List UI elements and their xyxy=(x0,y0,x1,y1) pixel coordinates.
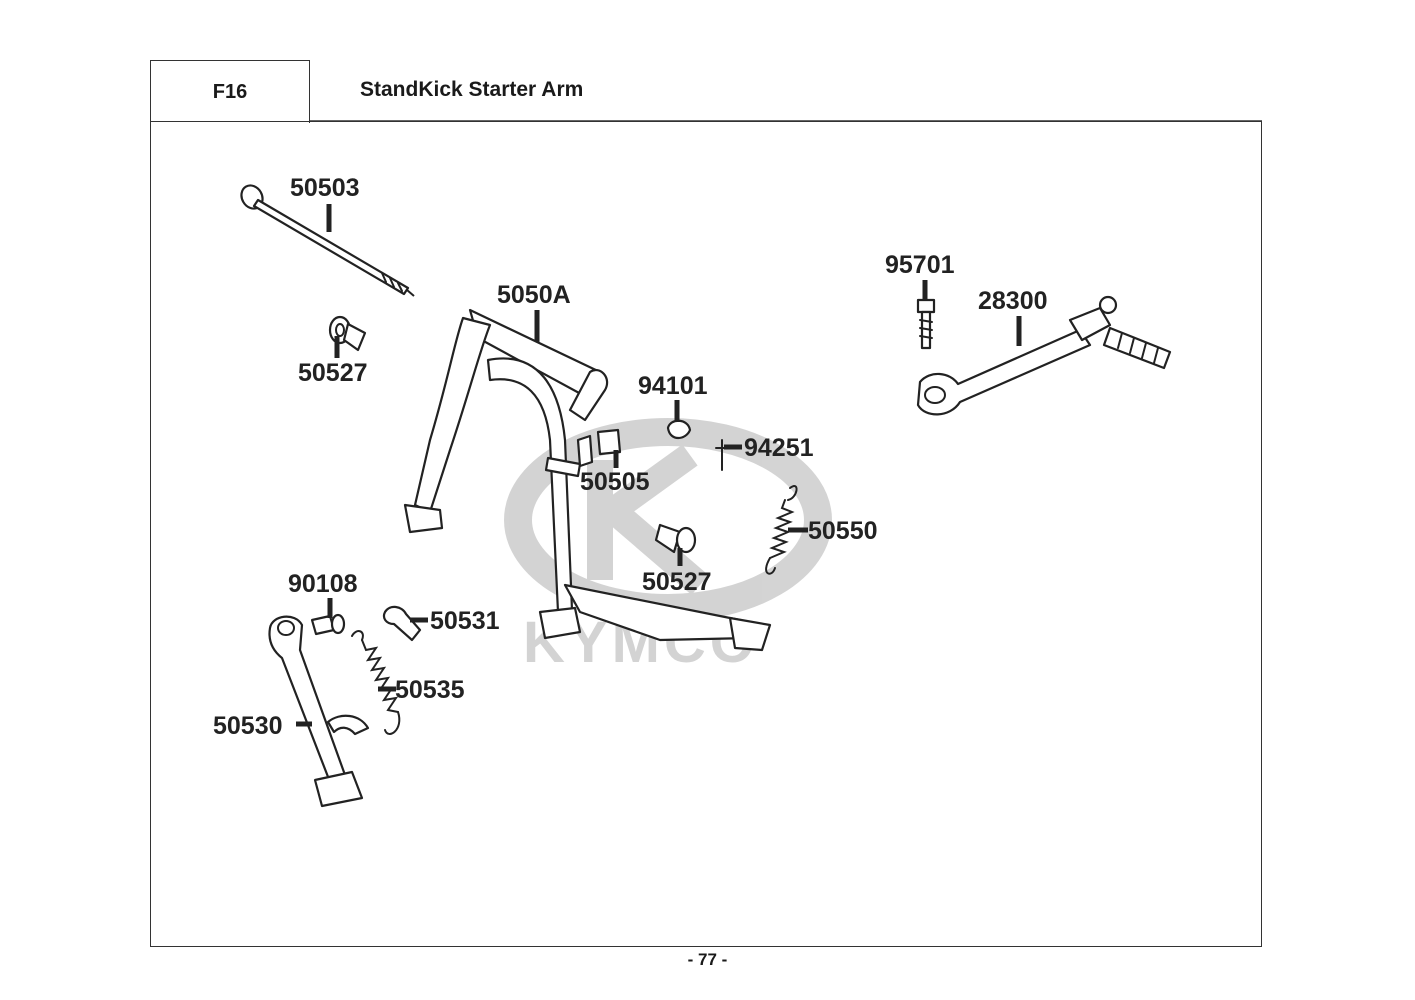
kick-starter-arm-28300 xyxy=(916,295,1172,416)
callout-50527-upper: 50527 xyxy=(298,359,368,387)
leader-lines xyxy=(296,204,1022,727)
callout-5050A: 5050A xyxy=(497,281,571,309)
callout-50503: 50503 xyxy=(290,174,360,202)
spring-50535 xyxy=(351,630,401,735)
spring-50550 xyxy=(765,485,798,575)
callout-50527-lower: 50527 xyxy=(642,568,712,596)
callout-95701: 95701 xyxy=(885,251,955,279)
page-number: - 77 - xyxy=(687,950,728,969)
callout-94101: 94101 xyxy=(638,372,708,400)
plate-50531 xyxy=(382,605,422,642)
main-stand-5050A xyxy=(403,308,772,652)
callout-50531: 50531 xyxy=(430,607,500,635)
callout-50505: 50505 xyxy=(580,468,650,496)
figure-title: StandKick Starter Arm xyxy=(360,78,584,101)
callout-50530: 50530 xyxy=(213,712,283,740)
side-stand-50530 xyxy=(268,615,370,808)
bolt-50503 xyxy=(240,184,415,297)
clip-94101 xyxy=(666,419,692,440)
figure-code: F16 xyxy=(150,60,310,123)
bolt-90108 xyxy=(310,613,346,636)
callout-90108: 90108 xyxy=(288,570,358,598)
bolt-95701 xyxy=(916,298,936,350)
bracket-50505 xyxy=(576,428,622,468)
callout-94251: 94251 xyxy=(744,434,814,462)
callout-50535: 50535 xyxy=(395,676,465,704)
callout-50550: 50550 xyxy=(808,517,878,545)
callout-28300: 28300 xyxy=(978,287,1048,315)
collar-50527-lower xyxy=(654,523,697,554)
